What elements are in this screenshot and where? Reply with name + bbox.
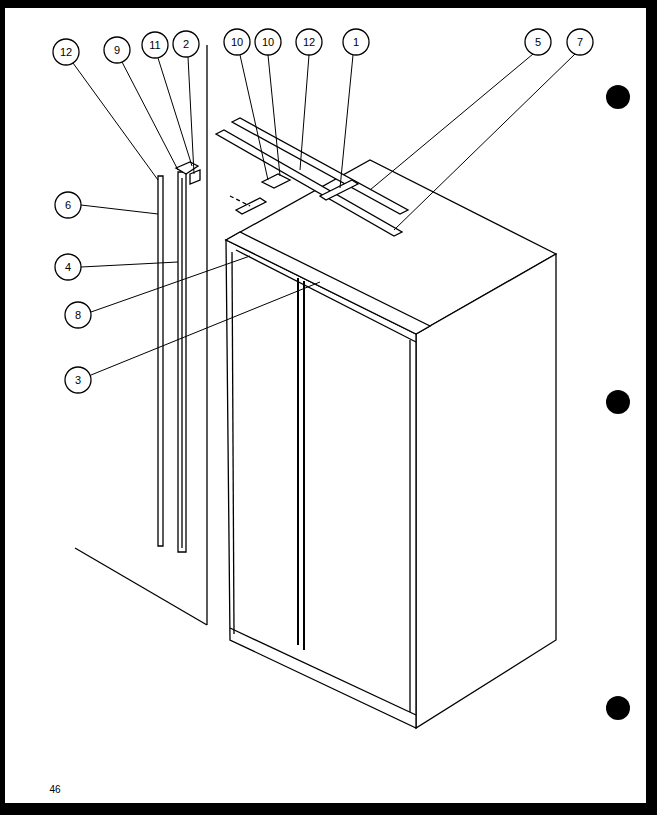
callout-number: 9 [114,45,120,56]
callout-number: 5 [535,37,541,48]
callout-number: 10 [231,37,243,48]
punch-hole [606,390,630,414]
punch-hole [606,696,630,720]
refrigerator [75,45,556,728]
callout-number: 12 [303,37,315,48]
callout-number: 6 [65,200,71,211]
callout-number: 12 [60,47,72,58]
scan-edge [0,803,657,815]
scan-edge [0,0,657,8]
page-number: 46 [49,785,60,795]
callout-number: 3 [75,375,81,386]
callout-number: 11 [149,40,160,51]
callout-circles [53,29,593,393]
callout-number: 8 [75,310,81,321]
scan-edge [0,0,5,815]
leader-lines [73,54,575,375]
trim-parts [158,118,408,552]
callout-number: 2 [183,39,189,50]
callout-number: 7 [577,37,583,48]
callout-number: 4 [65,262,71,273]
scan-edge [646,0,657,815]
callout-number: 1 [353,37,359,48]
callout-number: 10 [262,37,274,48]
punch-hole [606,85,630,109]
